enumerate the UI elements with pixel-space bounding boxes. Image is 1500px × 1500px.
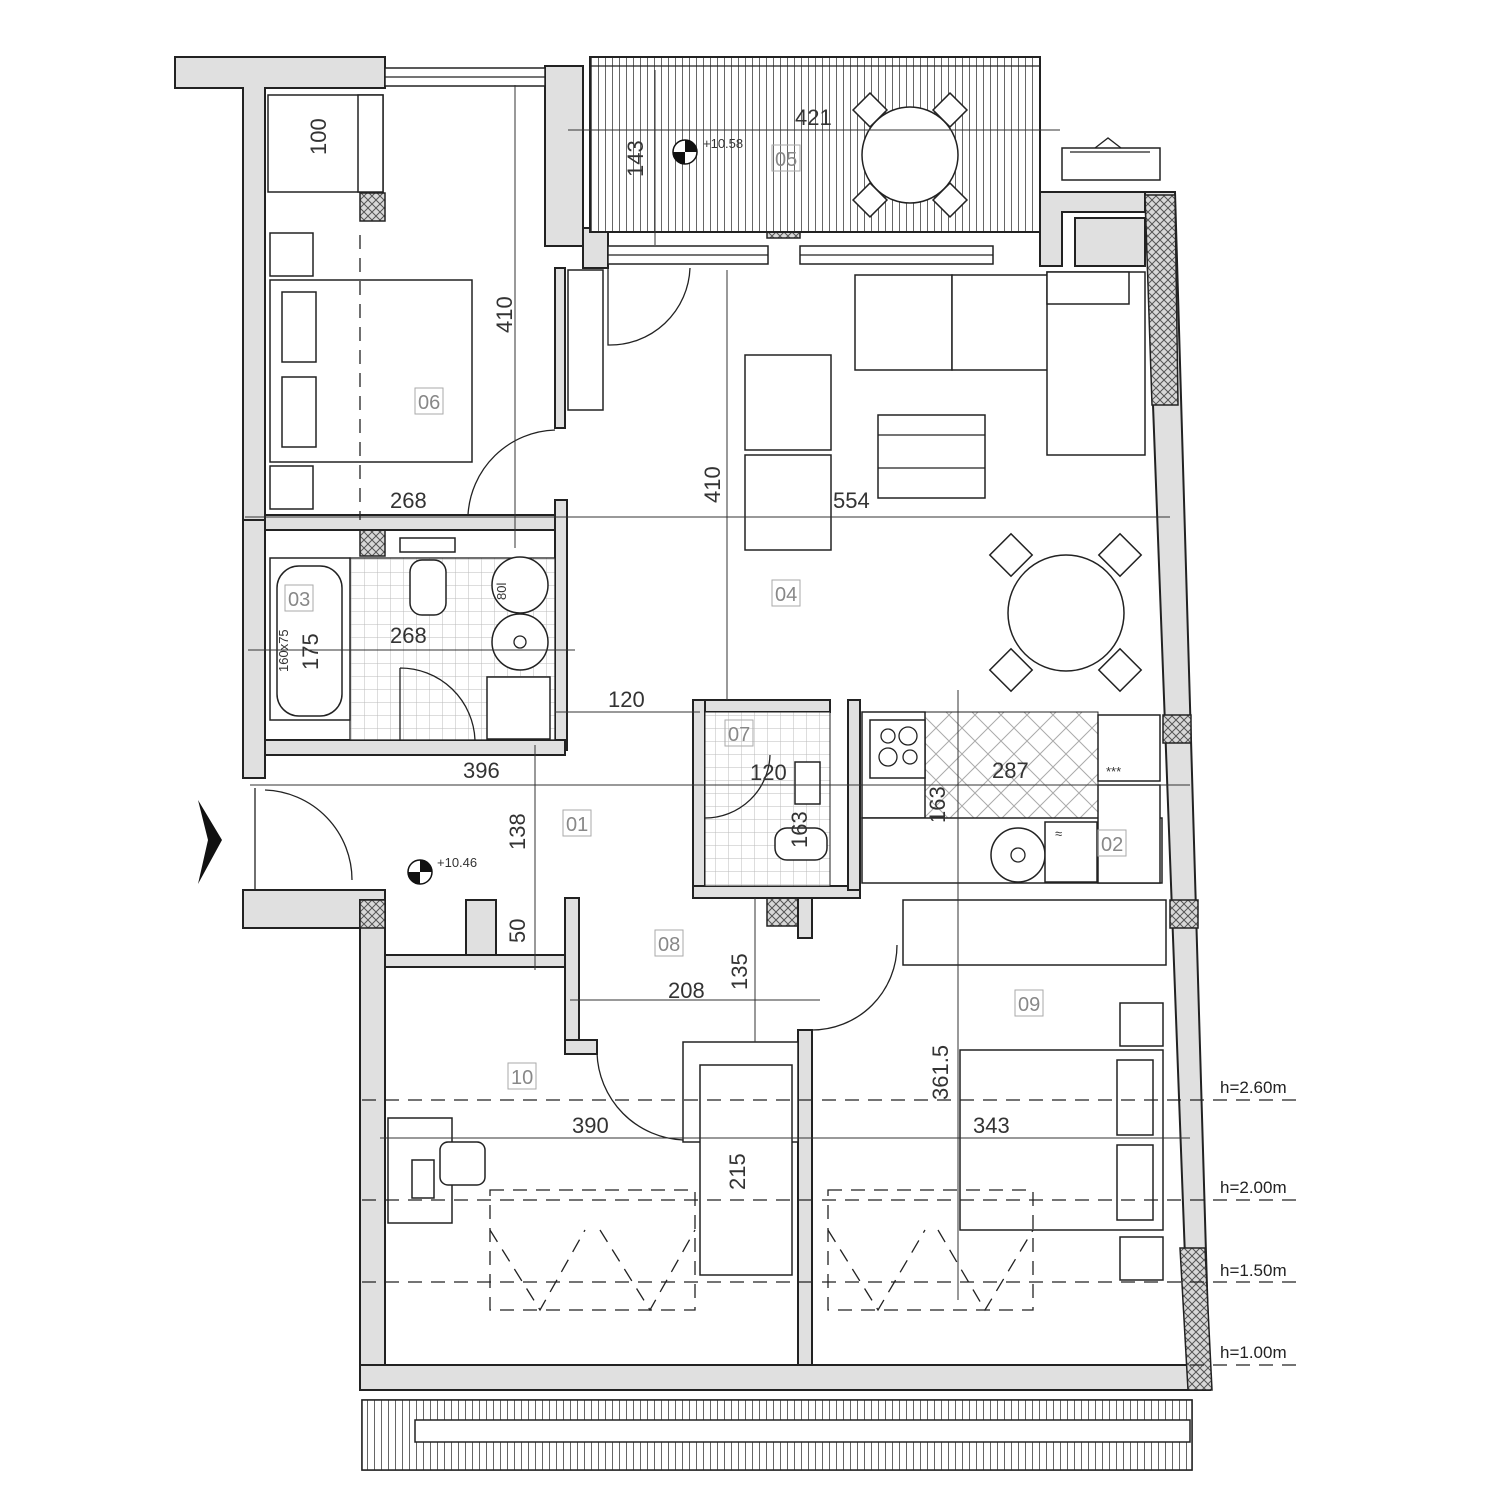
dim-208: 208 (668, 978, 705, 1003)
dim-343: 343 (973, 1113, 1010, 1138)
dim-100: 100 (306, 118, 331, 155)
room-label-03: 03 (288, 589, 310, 611)
room-label-09: 09 (1018, 994, 1040, 1016)
entrance-arrow-icon (198, 800, 222, 884)
dim-120-wc: 120 (750, 760, 787, 785)
room-label-05: 05 (775, 149, 797, 171)
stove-symbol: *** (1106, 764, 1121, 779)
room-labels: 05 06 04 03 07 01 02 08 09 10 (284, 144, 1127, 1090)
dim-215: 215 (725, 1153, 750, 1190)
height-260: h=2.60m (1220, 1078, 1287, 1097)
room-label-06: 06 (418, 392, 440, 414)
dim-390: 390 (572, 1113, 609, 1138)
dim-175: 175 (298, 633, 323, 670)
balcony-dining-table (851, 91, 969, 219)
dimension-labels: 421 143 100 410 410 268 554 268 175 120 … (298, 105, 1029, 1190)
ceiling-height-lines (359, 235, 1300, 1366)
height-labels: h=2.60m h=2.00m h=1.50m h=1.00m (1220, 1078, 1287, 1362)
dim-163-wc: 163 (787, 811, 812, 848)
room-label-01: 01 (566, 814, 588, 836)
kitchen-02 (861, 711, 1163, 884)
dim-50: 50 (505, 919, 530, 943)
dim-361-5: 361.5 (928, 1045, 953, 1100)
level-marker-balcony (672, 139, 698, 165)
dim-135: 135 (727, 953, 752, 990)
dim-554: 554 (833, 488, 870, 513)
dim-410-living: 410 (700, 466, 725, 503)
dim-163-kitchen: 163 (925, 786, 950, 823)
room-label-02: 02 (1101, 834, 1123, 856)
dim-421: 421 (795, 105, 832, 130)
door-swings (254, 267, 898, 1141)
height-200: h=2.00m (1220, 1178, 1287, 1197)
room-10-furniture (387, 1041, 799, 1276)
height-100: h=1.00m (1220, 1343, 1287, 1362)
dim-143: 143 (623, 140, 648, 177)
washer-symbol: ≈ (1055, 826, 1062, 841)
bathtub-size: 160x75 (276, 629, 291, 672)
dim-287: 287 (992, 758, 1029, 783)
dimension-lines (245, 70, 1190, 1300)
room-label-04: 04 (775, 584, 797, 606)
boiler-label: 80l (494, 583, 509, 600)
dim-268-bath: 268 (390, 623, 427, 648)
windows (361, 67, 1193, 1471)
structural-columns (359, 192, 1213, 1391)
outer-walls (174, 56, 1212, 1391)
room-label-10: 10 (511, 1067, 533, 1089)
room-label-07: 07 (728, 724, 750, 746)
bedroom-06-furniture (267, 94, 604, 510)
dim-120-hall: 120 (608, 687, 645, 712)
wc-07 (704, 711, 831, 887)
level-entrance: +10.46 (437, 855, 477, 870)
height-150: h=1.50m (1220, 1261, 1287, 1280)
interior-walls (264, 267, 861, 1366)
room-label-08: 08 (658, 934, 680, 956)
dim-138: 138 (505, 813, 530, 850)
living-room-furniture (744, 271, 1146, 693)
dim-396: 396 (463, 758, 500, 783)
dim-268-top: 268 (390, 488, 427, 513)
dim-410-bedroom: 410 (492, 296, 517, 333)
level-marker-entrance (407, 859, 433, 885)
level-balcony: +10.58 (703, 136, 743, 151)
